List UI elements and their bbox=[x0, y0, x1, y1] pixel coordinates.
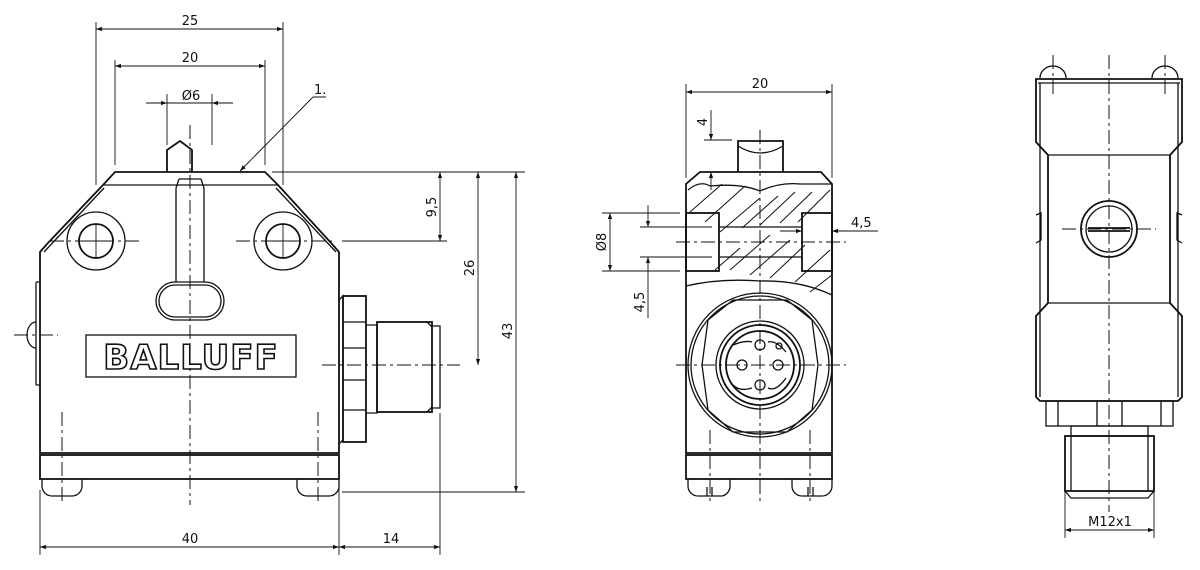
rear-view bbox=[1035, 55, 1183, 512]
dim-connector-length: 14 bbox=[383, 532, 400, 547]
dim-overall-width-top: 25 bbox=[182, 14, 199, 29]
front-view-dimensions: 25 20 Ø6 1. 9,5 26 43 40 14 bbox=[39, 14, 525, 555]
dim-overall-height: 43 bbox=[501, 323, 516, 340]
front-view: BALLUFF bbox=[14, 125, 460, 505]
brand-logo: BALLUFF bbox=[85, 334, 297, 379]
dim-hole-diameter: Ø8 bbox=[595, 233, 610, 252]
rear-view-dimensions: M12x1 bbox=[1064, 478, 1155, 538]
dim-plunger-height: 4 bbox=[696, 118, 711, 126]
dim-body-width: 40 bbox=[182, 532, 199, 547]
side-section-dimensions: 20 4 Ø8 4,5 4,5 bbox=[595, 77, 878, 318]
dim-counterbore-left: 4,5 bbox=[633, 292, 648, 313]
dim-hole-spacing: 20 bbox=[182, 51, 199, 66]
brand-logo-text: BALLUFF bbox=[103, 338, 278, 378]
callout-label: 1. bbox=[314, 83, 326, 98]
dim-thread: M12x1 bbox=[1088, 515, 1132, 530]
side-section-view bbox=[676, 130, 846, 505]
dim-plunger-diameter: Ø6 bbox=[182, 89, 201, 104]
dim-top-to-holes: 9,5 bbox=[425, 197, 440, 218]
dim-top-to-connector-axis: 26 bbox=[463, 260, 478, 277]
section-hatch bbox=[685, 183, 833, 296]
dim-counterbore-right: 4,5 bbox=[851, 216, 872, 231]
dim-side-width: 20 bbox=[752, 77, 769, 92]
